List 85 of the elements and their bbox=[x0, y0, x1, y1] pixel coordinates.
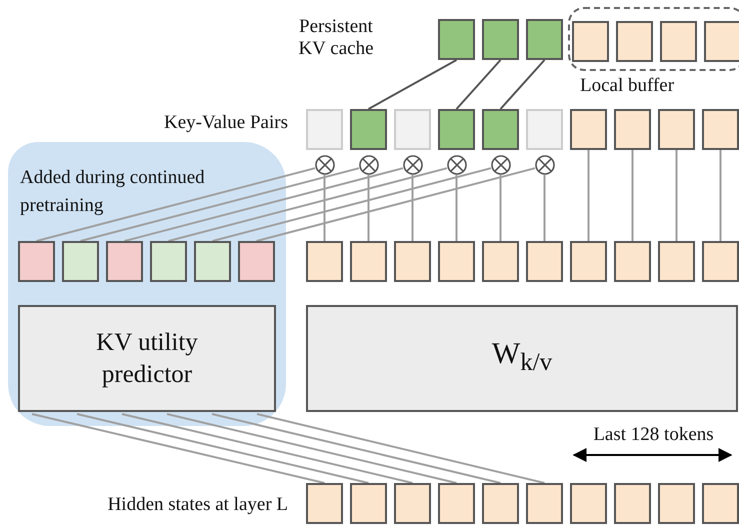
connector-line bbox=[122, 413, 413, 484]
multiply-circle bbox=[358, 155, 378, 175]
hidden-state-block bbox=[702, 483, 739, 524]
multiply-circle bbox=[490, 155, 510, 175]
connector-line bbox=[368, 175, 370, 241]
key-value-block bbox=[306, 241, 343, 282]
key-value-block bbox=[394, 241, 431, 282]
connector-line bbox=[368, 59, 457, 110]
persistent-cache-block bbox=[526, 19, 563, 60]
kv-pair-block bbox=[658, 109, 695, 150]
connector-line bbox=[256, 167, 536, 242]
hidden-state-block bbox=[394, 483, 431, 524]
hidden-state-block bbox=[306, 483, 343, 524]
connector-line bbox=[676, 150, 678, 241]
token-block bbox=[572, 21, 609, 62]
connector-line bbox=[500, 175, 502, 241]
evicted-kv-block bbox=[306, 109, 343, 150]
key-value-block bbox=[702, 241, 739, 282]
region-label: Added during continued pretraining bbox=[20, 166, 206, 218]
key-value-block bbox=[658, 241, 695, 282]
kv-pair-block bbox=[570, 109, 607, 150]
hidden-state-block bbox=[614, 483, 651, 524]
persistent-cache-block bbox=[482, 19, 519, 60]
connector-line bbox=[324, 175, 326, 241]
module-block bbox=[18, 305, 276, 412]
token-block bbox=[660, 21, 697, 62]
key-value-block bbox=[614, 241, 651, 282]
utility-score-block bbox=[106, 241, 143, 282]
connector-line bbox=[212, 167, 492, 242]
utility-score-block bbox=[238, 241, 275, 282]
hidden-state-block bbox=[658, 483, 695, 524]
key-value-block bbox=[570, 241, 607, 282]
token-block bbox=[616, 21, 653, 62]
connector-line bbox=[168, 167, 448, 242]
connector-line bbox=[212, 413, 501, 484]
multiply-circle bbox=[446, 155, 466, 175]
evicted-kv-block bbox=[526, 109, 563, 150]
kv-pair-block bbox=[350, 109, 387, 150]
module-label: W$_{k/v}$ bbox=[492, 338, 552, 378]
utility-score-block bbox=[150, 241, 187, 282]
kv-pair-block bbox=[482, 109, 519, 150]
connector-line bbox=[76, 413, 369, 484]
connector-line bbox=[412, 175, 414, 241]
multiply-circle bbox=[402, 155, 422, 175]
evicted-kv-block bbox=[394, 109, 431, 150]
utility-score-block bbox=[62, 241, 99, 282]
connector-line bbox=[32, 413, 325, 484]
kv-pair-block bbox=[614, 109, 651, 150]
connector-line bbox=[456, 59, 502, 110]
persistent-cache-block bbox=[438, 19, 475, 60]
token-block bbox=[704, 21, 739, 62]
multiply-circle bbox=[534, 155, 554, 175]
connector-line bbox=[80, 167, 360, 242]
row-label: Hidden states at layer L bbox=[106, 494, 288, 516]
key-value-block bbox=[526, 241, 563, 282]
key-value-block bbox=[482, 241, 519, 282]
row-label: Last 128 tokens bbox=[592, 424, 715, 446]
multiply-circle bbox=[314, 155, 334, 175]
hidden-state-block bbox=[570, 483, 607, 524]
module-label: KV utility predictor bbox=[95, 328, 199, 390]
connector-line bbox=[544, 175, 546, 241]
connector-line bbox=[36, 167, 316, 242]
connector-line bbox=[500, 59, 546, 110]
connector-line bbox=[124, 167, 404, 242]
connector-line bbox=[588, 150, 590, 241]
key-value-block bbox=[350, 241, 387, 282]
connector-line bbox=[166, 413, 457, 484]
connector-line bbox=[720, 150, 722, 241]
hidden-state-block bbox=[350, 483, 387, 524]
highlight-region bbox=[8, 142, 286, 426]
row-label: Persistent KV cache bbox=[297, 16, 375, 60]
kv-pair-block bbox=[702, 109, 739, 150]
connector-line bbox=[456, 175, 458, 241]
module-block bbox=[306, 305, 738, 412]
utility-score-block bbox=[18, 241, 55, 282]
utility-score-block bbox=[194, 241, 231, 282]
key-value-block bbox=[438, 241, 475, 282]
kv-pair-block bbox=[438, 109, 475, 150]
hidden-state-block bbox=[438, 483, 475, 524]
hidden-state-block bbox=[526, 483, 563, 524]
hidden-state-block bbox=[482, 483, 519, 524]
group-label: Local buffer bbox=[580, 75, 674, 97]
connector-line bbox=[256, 413, 545, 484]
row-label: Key-Value Pairs bbox=[163, 112, 288, 134]
connector-line bbox=[632, 150, 634, 241]
